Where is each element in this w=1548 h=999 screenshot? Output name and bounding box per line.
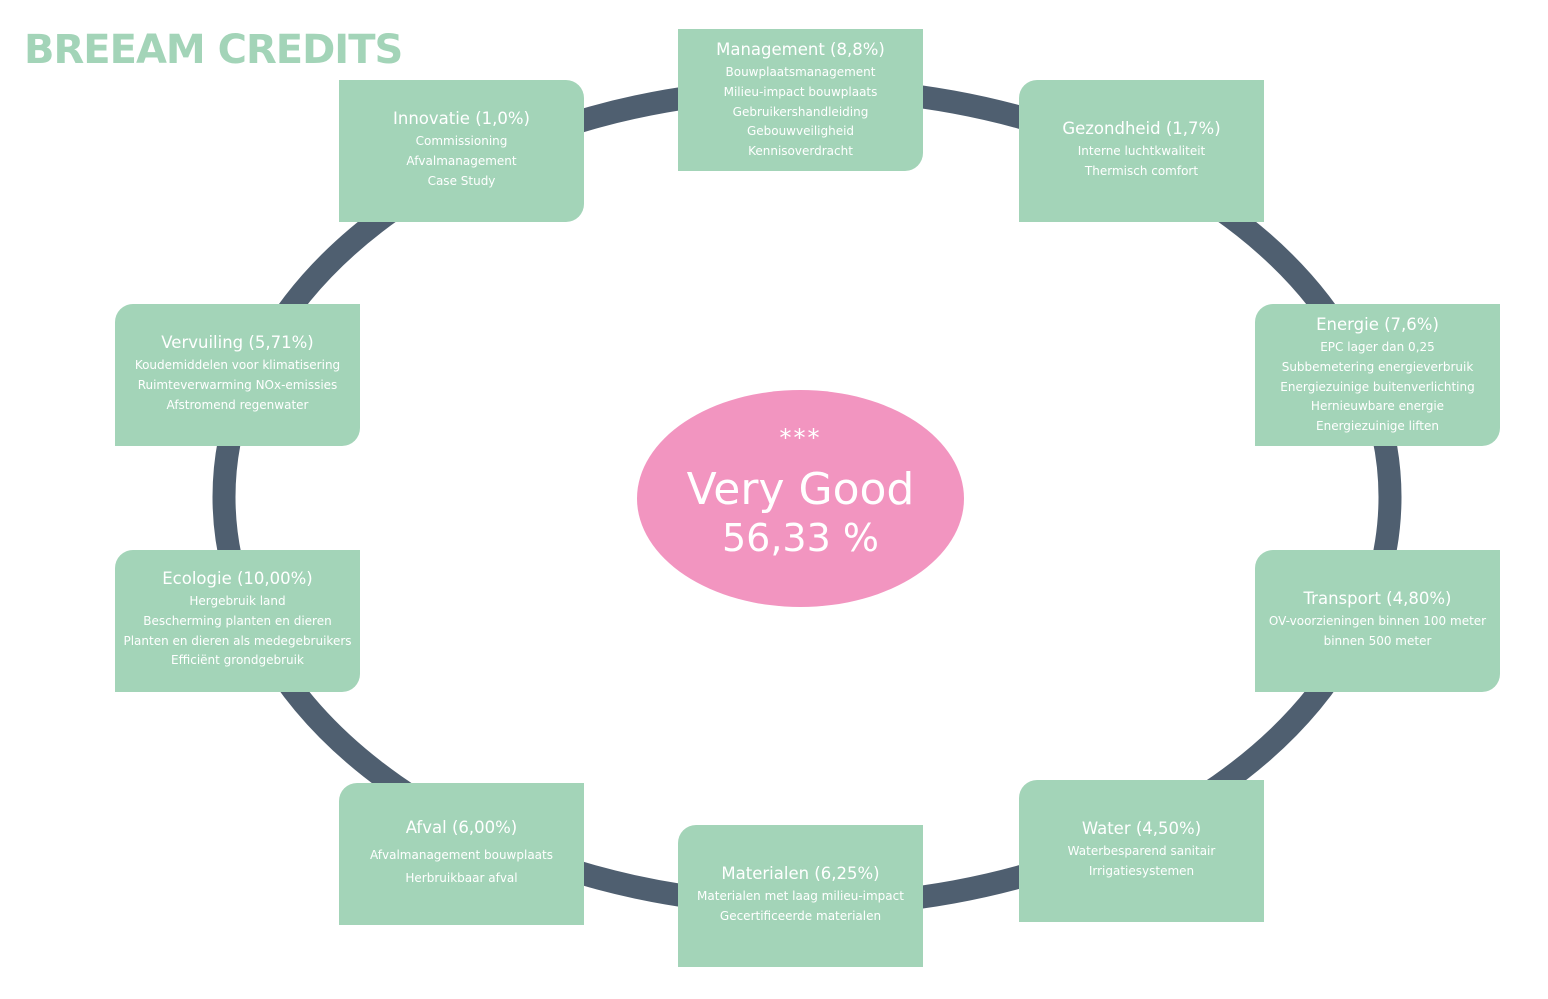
- category-item: Herbruikbaar afval: [405, 871, 518, 885]
- category-box-innovatie: Innovatie (1,0%) Commissioning Afvalmana…: [339, 80, 584, 222]
- rating-stars: ***: [779, 424, 822, 452]
- category-item: Energiezuinige buitenverlichting: [1280, 379, 1475, 394]
- category-item: Interne luchtkwaliteit: [1077, 144, 1206, 158]
- category-item: Subbemetering energieverbruik: [1281, 359, 1474, 374]
- category-item: Materialen met laag milieu-impact: [697, 889, 904, 903]
- category-item: Thermisch comfort: [1084, 163, 1199, 178]
- category-box-gezondheid: Gezondheid (1,7%) Interne luchtkwaliteit…: [1019, 80, 1264, 222]
- category-title: Vervuiling (5,71%): [161, 333, 314, 352]
- category-box-vervuiling: Vervuiling (5,71%) Koudemiddelen voor kl…: [115, 304, 360, 446]
- category-items: Commissioning Afvalmanagement Case Study: [339, 132, 584, 191]
- category-item: Commissioning: [415, 134, 508, 148]
- category-items: Materialen met laag milieu-impact Gecert…: [678, 887, 923, 927]
- category-items: Interne luchtkwaliteit Thermisch comfort: [1019, 142, 1264, 182]
- category-box-water: Water (4,50%) Waterbesparend sanitair Ir…: [1019, 780, 1264, 922]
- category-title: Energie (7,6%): [1316, 315, 1439, 334]
- category-item: Ruimteverwarming NOx-emissies: [137, 377, 338, 392]
- category-item: binnen 500 meter: [1323, 633, 1432, 648]
- category-item: Bouwplaatsmanagement: [725, 65, 876, 79]
- category-item: Irrigatiesystemen: [1088, 863, 1195, 878]
- category-title: Ecologie (10,00%): [162, 569, 313, 588]
- score-value: 56,33 %: [722, 516, 879, 560]
- score-ellipse: *** Very Good 56,33 %: [637, 390, 964, 607]
- category-box-management: Management (8,8%) Bouwplaatsmanagement M…: [678, 29, 923, 171]
- category-item: Waterbesparend sanitair: [1067, 844, 1216, 858]
- category-items: OV-voorzieningen binnen 100 meter binnen…: [1255, 612, 1500, 652]
- category-item: Efficiënt grondgebruik: [171, 653, 304, 668]
- category-box-afval: Afval (6,00%) Afvalmanagement bouwplaats…: [339, 783, 584, 925]
- category-box-materialen: Materialen (6,25%) Materialen met laag m…: [678, 825, 923, 967]
- category-items: Waterbesparend sanitair Irrigatiesysteme…: [1019, 842, 1264, 882]
- category-title: Gezondheid (1,7%): [1062, 119, 1221, 138]
- category-item: Afvalmanagement: [406, 153, 517, 168]
- category-items: EPC lager dan 0,25 Subbemetering energie…: [1255, 338, 1500, 437]
- category-item: Energiezuinige liften: [1316, 419, 1439, 434]
- category-item: Case Study: [427, 173, 496, 188]
- category-item: EPC lager dan 0,25: [1320, 340, 1435, 354]
- category-item: Koudemiddelen voor klimatisering: [134, 358, 341, 372]
- category-items: Hergebruik land Bescherming planten en d…: [115, 592, 360, 671]
- category-item: OV-voorzieningen binnen 100 meter: [1268, 614, 1487, 628]
- category-items: Afvalmanagement bouwplaats Herbruikbaar …: [339, 844, 584, 890]
- rating-label: Very Good: [686, 464, 915, 515]
- category-item: Hernieuwbare energie: [1310, 399, 1445, 414]
- category-item: Kennisoverdracht: [748, 144, 853, 159]
- category-item: Hergebruik land: [189, 594, 286, 608]
- category-items: Bouwplaatsmanagement Milieu-impact bouwp…: [678, 63, 923, 162]
- category-title: Transport (4,80%): [1303, 589, 1452, 608]
- category-title: Afval (6,00%): [405, 818, 518, 837]
- category-item: Afstromend regenwater: [166, 397, 309, 412]
- category-title: Innovatie (1,0%): [393, 109, 530, 128]
- category-title: Management (8,8%): [716, 40, 885, 59]
- category-title: Water (4,50%): [1081, 819, 1202, 838]
- category-item: Gecertificeerde materialen: [719, 908, 882, 923]
- category-item: Milieu-impact bouwplaats: [723, 84, 878, 99]
- page-title: BREEAM CREDITS: [24, 27, 403, 73]
- category-item: Planten en dieren als medegebruikers: [123, 633, 352, 648]
- category-item: Afvalmanagement bouwplaats: [370, 848, 553, 862]
- category-item: Bescherming planten en dieren: [143, 613, 332, 628]
- category-item: Gebruikershandleiding: [732, 104, 869, 119]
- category-item: Gebouwveiligheid: [746, 124, 855, 139]
- category-box-energie: Energie (7,6%) EPC lager dan 0,25 Subbem…: [1255, 304, 1500, 446]
- category-box-transport: Transport (4,80%) OV-voorzieningen binne…: [1255, 550, 1500, 692]
- category-box-ecologie: Ecologie (10,00%) Hergebruik land Besche…: [115, 550, 360, 692]
- category-title: Materialen (6,25%): [721, 864, 880, 883]
- category-items: Koudemiddelen voor klimatisering Ruimtev…: [115, 356, 360, 415]
